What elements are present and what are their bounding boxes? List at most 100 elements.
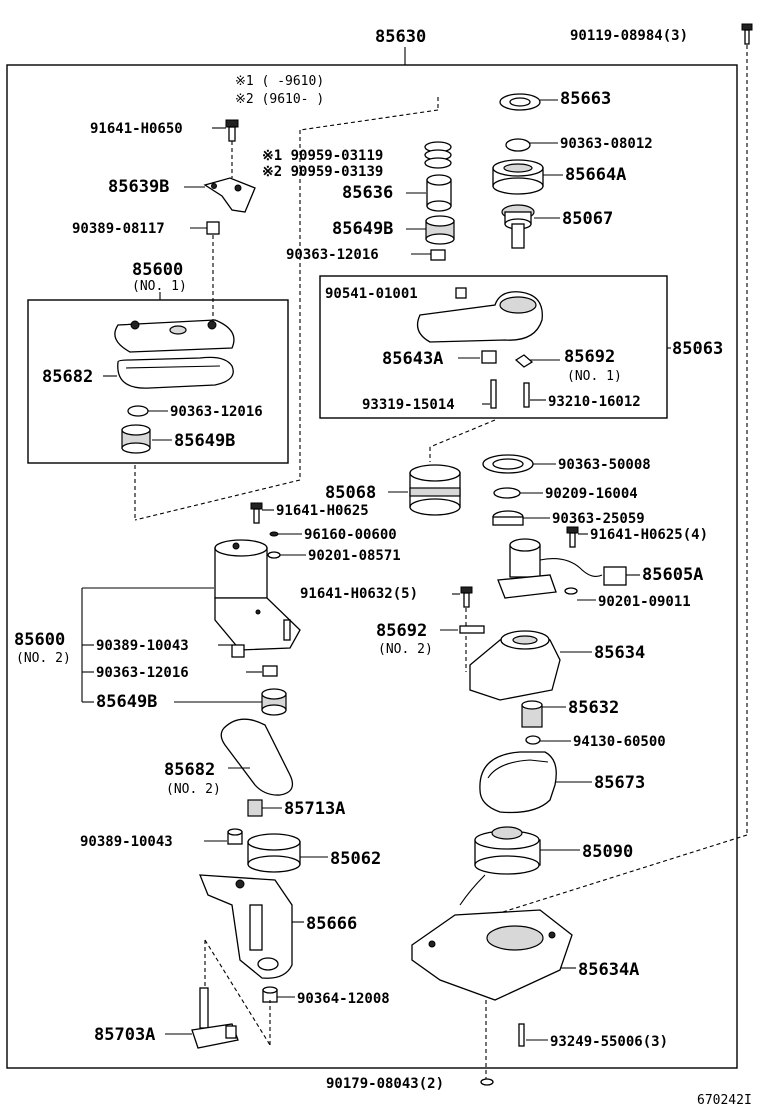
- bushing-90363-12016-top: [430, 249, 446, 261]
- part-label-85692-2-suffix: (NO. 2): [378, 642, 433, 657]
- washer-90201-09011: [564, 587, 578, 595]
- magnet-85692-1: [514, 354, 534, 368]
- bushing-90364-12008: [262, 986, 278, 1003]
- part-label-85664A: 85664A: [565, 165, 626, 185]
- part-label-85634: 85634: [594, 643, 645, 663]
- subassembly-85600-1-box: [27, 299, 289, 464]
- gear-ring-85664A: [492, 159, 544, 195]
- part-label-85067: 85067: [562, 209, 613, 229]
- part-label-90209-16004: 90209-16004: [545, 486, 638, 502]
- screw-93210-16012: [523, 382, 530, 408]
- subassembly-85600-1-suffix: (NO. 1): [132, 279, 187, 294]
- part-label-91641-H0625: 91641-H0625: [276, 503, 369, 519]
- subassembly-85600-2-suffix: (NO. 2): [16, 651, 71, 666]
- part-label-91641-H0650: 91641-H0650: [90, 121, 183, 137]
- part-label-96160-00600: 96160-00600: [304, 527, 397, 543]
- bolt-91641-H0625-4: [566, 526, 579, 548]
- screw-93319-15014: [490, 379, 497, 409]
- part-label-85634A: 85634A: [578, 960, 639, 980]
- bracket-85639B: [203, 177, 256, 213]
- part-label-85682-2-suffix: (NO. 2): [166, 782, 221, 797]
- bolt-91641-H0632: [460, 586, 473, 608]
- part-label-85703A: 85703A: [94, 1025, 155, 1045]
- part-label-85632: 85632: [568, 698, 619, 718]
- screw-90541-01001: [455, 287, 467, 299]
- part-label-85666: 85666: [306, 914, 357, 934]
- part-label-90201-09011: 90201-09011: [598, 594, 691, 610]
- assembly-frame: [6, 64, 738, 1069]
- pulley-85649B-box: [121, 424, 151, 454]
- subassembly-85063-box: [319, 275, 668, 419]
- part-label-85713A: 85713A: [284, 799, 345, 819]
- bracket-85666: [199, 874, 293, 979]
- part-label-90363-12016-low: 90363-12016: [96, 665, 189, 681]
- part-label-90119: 90119-08984(3): [570, 28, 688, 44]
- part-label-85663: 85663: [560, 89, 611, 109]
- part-label-91641-H0625-4: 91641-H0625(4): [590, 527, 708, 543]
- part-label-85692-1: 85692: [564, 347, 615, 367]
- part-label-85692-1-suffix: (NO. 1): [567, 369, 622, 384]
- magnet-85692-2: [459, 625, 485, 634]
- part-label-90179-08043: 90179-08043(2): [326, 1076, 444, 1092]
- part-label-93210-16012: 93210-16012: [548, 394, 641, 410]
- part-label-90364-12008: 90364-12008: [297, 991, 390, 1007]
- belt-85673: [479, 751, 557, 814]
- part-label-90959-03139: ※2 90959-03139: [262, 164, 383, 180]
- bolt-91641-H0650: [225, 119, 239, 142]
- part-label-93249-55006: 93249-55006(3): [550, 1034, 668, 1050]
- clip-85713A: [247, 799, 263, 817]
- sleeve-85636: [426, 174, 452, 212]
- bushing-90363-12016-box: [127, 405, 149, 417]
- part-label-85639B: 85639B: [108, 177, 169, 197]
- part-label-90363-12016-box: 90363-12016: [170, 404, 263, 420]
- block-85643A: [481, 350, 497, 364]
- note-2: ※2 (9610- ): [235, 92, 324, 107]
- part-label-91641-H0632: 91641-H0632(5): [300, 586, 418, 602]
- part-label-90363-12016-top: 90363-12016: [286, 247, 379, 263]
- bolt-91641-H0625: [250, 502, 263, 524]
- gear-85068: [409, 464, 461, 516]
- pulley-plate-85600: [114, 319, 235, 353]
- belt-85682-1: [117, 356, 234, 389]
- motor-85090: [459, 826, 541, 906]
- clip-90179-08043: [480, 1078, 494, 1086]
- part-label-90959-03119: ※1 90959-03119: [262, 148, 383, 164]
- part-label-85062: 85062: [330, 849, 381, 869]
- part-label-85068: 85068: [325, 483, 376, 503]
- motor-bracket-85600-2: [214, 539, 301, 651]
- bushing-90363-08012: [505, 138, 531, 152]
- part-label-90363-08012: 90363-08012: [560, 136, 653, 152]
- washer-96160-00600: [269, 531, 279, 537]
- subassembly-85600-1-number: 85600: [132, 260, 183, 280]
- bushing-90363-12016-low: [262, 665, 278, 677]
- housing-85634: [469, 630, 561, 701]
- washer-90209-16004: [493, 487, 521, 499]
- motor-85605A: [497, 538, 627, 599]
- bushing-90363-25059: [492, 510, 524, 526]
- diagram-code: 670242I: [697, 1093, 752, 1108]
- part-label-90363-25059: 90363-25059: [552, 511, 645, 527]
- part-label-85643A: 85643A: [382, 349, 443, 369]
- part-label-85605A: 85605A: [642, 565, 703, 585]
- post-85703A: [191, 987, 239, 1049]
- subassembly-85063-number: 85063: [672, 339, 723, 359]
- part-label-85682-1: 85682: [42, 367, 93, 387]
- part-label-93319-15014: 93319-15014: [362, 397, 455, 413]
- pulley-85649B-top: [425, 215, 455, 245]
- collar-90389-08117: [206, 221, 220, 235]
- screw-93249-55006: [518, 1023, 525, 1047]
- part-label-85692-2: 85692: [376, 621, 427, 641]
- part-label-85649B-box: 85649B: [174, 431, 235, 451]
- part-label-85673: 85673: [594, 773, 645, 793]
- collar-90389-10043-b: [227, 828, 243, 845]
- part-label-85682-2: 85682: [164, 760, 215, 780]
- pulley-85649B-low: [261, 688, 287, 716]
- part-label-85090: 85090: [582, 842, 633, 862]
- bolt-icon: [741, 23, 753, 45]
- part-label-90363-50008: 90363-50008: [558, 457, 651, 473]
- part-label-85636: 85636: [342, 183, 393, 203]
- seal-ring-85663: [499, 93, 541, 111]
- pinion-85632: [521, 700, 543, 728]
- washer-90201-08571: [267, 551, 281, 559]
